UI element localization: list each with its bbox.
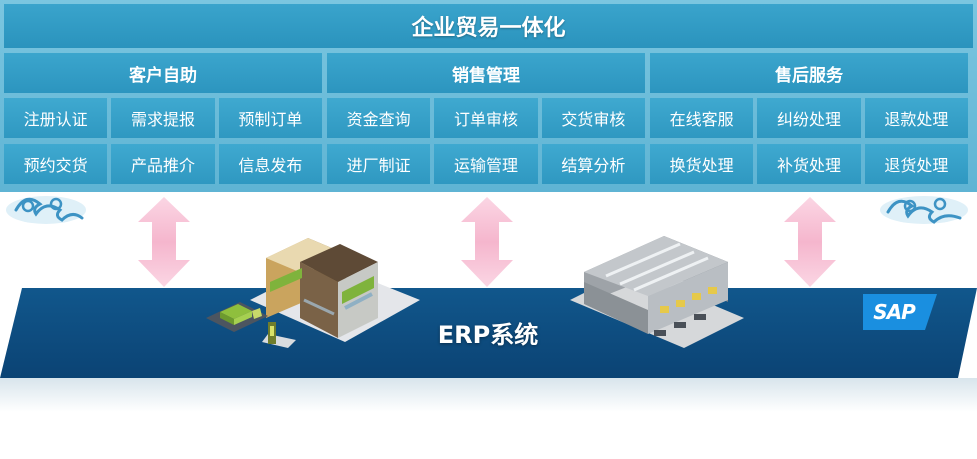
cloud-swirl-icon [880,196,968,224]
double-arrow-icon [461,197,513,287]
sap-logo-text: SAP [873,300,916,324]
module-cell: 信息发布 [218,144,322,184]
module-cell: 在线客服 [650,98,754,138]
module-cell: 订单审核 [434,98,538,138]
module-cell: 预约交货 [4,144,108,184]
office-building-icon [250,238,420,342]
group-header: 客户自助 [4,53,322,93]
band-reflection [0,378,977,412]
erp-system-label: ERP系统 [437,320,539,349]
module-cell: 换货处理 [650,144,754,184]
module-cell: 交货审核 [541,98,645,138]
module-cell: 注册认证 [4,98,108,138]
module-cell: 结算分析 [541,144,645,184]
warehouse-icon [570,236,744,348]
sap-logo-icon [863,294,937,330]
group-header: 售后服务 [650,53,968,93]
module-cell: 进厂制证 [327,144,431,184]
module-cell: 需求提报 [111,98,215,138]
module-cell: 预制订单 [218,98,322,138]
signboard-icon [262,322,296,348]
double-arrow-icon [138,197,190,287]
module-cell: 退货处理 [864,144,968,184]
module-cell: 补货处理 [757,144,861,184]
double-arrow-icon [784,197,836,287]
cloud-swirl-icon [6,196,86,224]
module-cell: 资金查询 [327,98,431,138]
module-cell: 纠纷处理 [757,98,861,138]
platform-title: 企业贸易一体化 [4,4,973,48]
module-cell: 产品推介 [111,144,215,184]
group-header: 销售管理 [327,53,645,93]
module-cell: 退款处理 [864,98,968,138]
truck-icon [206,302,268,332]
module-cell: 运输管理 [434,144,538,184]
